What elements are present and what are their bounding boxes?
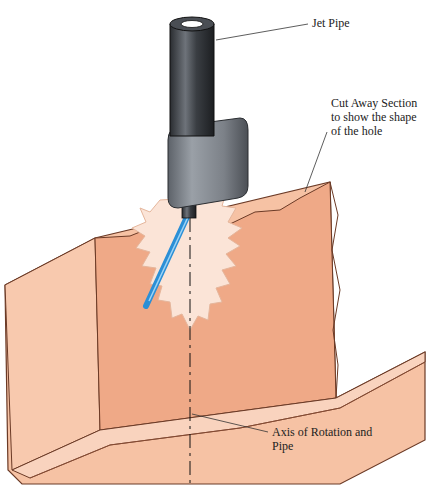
cut-away-face [95,182,336,430]
drilled-hole [132,196,242,330]
callout-label: Axis of Rotation and Pipe [272,425,382,453]
leader-line [192,414,268,432]
leader-line [305,132,327,192]
block-end-face [5,238,100,470]
pipe-bore [181,21,203,28]
callout-label: Jet Pipe [312,16,412,30]
leader-line [216,24,308,40]
block-edge [330,182,340,398]
water-jet [146,217,187,306]
shelf-edge [30,362,425,478]
pipe-end [170,17,214,31]
water-jet-highlight [149,217,188,301]
block-shelf [12,352,425,478]
jet-pipe [170,24,214,136]
axis-line [190,218,191,486]
rock-block [5,182,425,484]
callout-label: Cut Away Section to show the shape of th… [331,96,425,138]
